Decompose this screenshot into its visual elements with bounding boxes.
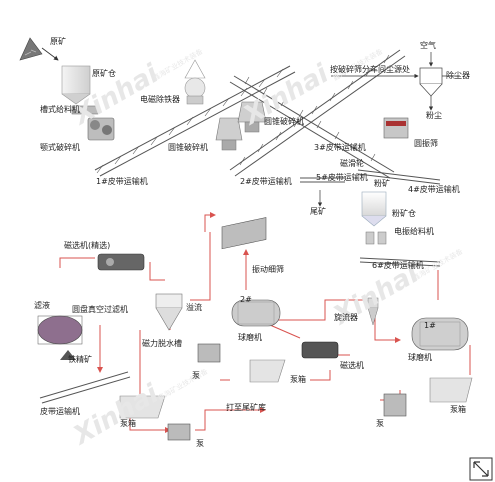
label-overflow: 溢流 — [186, 303, 202, 312]
label-dust-collector: 除尘器 — [446, 71, 470, 80]
label-dust: 粉尘 — [426, 111, 442, 120]
magnetic-dewatering-tank — [155, 293, 183, 331]
label-air: 空气 — [420, 41, 436, 50]
label-ball-mill-1: 球磨机 — [408, 353, 432, 362]
belt-conveyor-3 — [229, 75, 395, 179]
label-trough-feeder: 槽式给料机 — [40, 105, 80, 114]
label-disc-vacuum-filter: 圆盘真空过滤机 — [72, 305, 128, 314]
label-magnetic-separator-concentration: 磁选机(精选) — [64, 241, 111, 250]
pump-2 — [167, 423, 191, 441]
label-hydrocyclone: 旋流器 — [334, 313, 358, 322]
disc-vacuum-filter — [37, 315, 83, 345]
hydrocyclone — [367, 297, 379, 326]
pump-box-1 — [249, 359, 286, 383]
label-electromagnetic-separator: 电磁除铁器 — [140, 95, 180, 104]
label-dust-source: 按破碎筛分车间尘源处 — [330, 65, 410, 74]
raw-ore-pile — [19, 37, 43, 61]
pump-box-3 — [429, 377, 473, 403]
trough-feeder — [71, 105, 99, 115]
label-circular-screen: 圆振筛 — [414, 139, 438, 148]
label-pump-3: 泵 — [376, 419, 384, 428]
label-to-tailings-dam: 打至尾矿库 — [226, 403, 266, 412]
label-jaw-crusher: 颚式破碎机 — [40, 143, 80, 152]
label-ball-mill-2-num: 2# — [240, 295, 252, 304]
ball-mill-2 — [231, 299, 281, 327]
jaw-crusher — [87, 117, 115, 141]
label-belt-4: 4#皮带运输机 — [408, 185, 460, 194]
label-ball-mill-1-num: 1# — [424, 321, 436, 330]
iron-concentrate-stock — [60, 350, 76, 360]
label-belt-1: 1#皮带运输机 — [96, 177, 148, 186]
label-fine-ore-bin: 粉矿仓 — [392, 209, 416, 218]
cone-crusher-2 — [237, 101, 267, 133]
label-fine-ore: 粉矿 — [374, 179, 390, 188]
pump-box-2 — [119, 395, 166, 419]
label-pump-box-3: 泵箱 — [450, 405, 466, 414]
arrow-raw-ore — [41, 47, 59, 61]
label-ball-mill-2: 球磨机 — [238, 333, 262, 342]
belt-conveyor-1 — [94, 65, 296, 177]
vibrating-fine-screen — [221, 217, 267, 250]
magnetic-separator-concentration — [97, 253, 145, 271]
label-raw-ore-bin: 原矿仓 — [92, 69, 116, 78]
label-belt-conveyor: 皮带运输机 — [40, 407, 80, 416]
label-belt-6: 6#皮带运输机 — [372, 261, 424, 270]
magnetic-separator-main — [301, 341, 339, 359]
cone-crusher-1 — [215, 117, 243, 151]
belt-conveyor-6 — [359, 257, 441, 267]
pump-3 — [383, 393, 407, 417]
belt-conveyor-5 — [300, 177, 345, 183]
label-belt-5: 5#皮带运输机 — [316, 173, 368, 182]
electro-vibrating-feeders — [365, 231, 387, 245]
label-pump-2: 泵 — [196, 439, 204, 448]
belt-conveyor-bottom — [39, 371, 131, 404]
circular-vibrating-screen — [383, 117, 409, 139]
label-pump-1: 泵 — [192, 371, 200, 380]
label-filtrate: 滤液 — [34, 301, 50, 310]
ball-mill-1 — [411, 317, 469, 351]
pump-1 — [197, 343, 221, 363]
label-iron-concentrate: 铁精矿 — [68, 355, 92, 364]
dust-collector — [419, 67, 443, 97]
fine-ore-bin — [361, 191, 387, 227]
label-magnetic-separator: 磁选机 — [340, 361, 364, 370]
label-cone-crusher-2: 圆锥破碎机 — [264, 117, 304, 126]
label-vibrating-fine-screen: 振动细筛 — [252, 265, 284, 274]
raw-ore-bin — [61, 65, 91, 105]
electromagnetic-separator — [184, 59, 206, 105]
label-vibrating-feeder: 电振给料机 — [394, 227, 434, 236]
label-magnetic-dewatering-tank: 磁力脱水槽 — [142, 339, 182, 348]
zoom-corner-icon[interactable] — [469, 457, 493, 481]
label-raw-ore: 原矿 — [50, 37, 66, 46]
label-pump-box-1: 泵箱 — [290, 375, 306, 384]
label-cone-crusher-1: 圆锥破碎机 — [168, 143, 208, 152]
label-magnetic-pulley: 磁滑轮 — [340, 159, 364, 168]
label-belt-3: 3#皮带运输机 — [314, 143, 366, 152]
belt-conveyor-4 — [357, 169, 441, 185]
label-pump-box-2: 泵箱 — [120, 419, 136, 428]
label-tailings-top: 尾矿 — [310, 207, 326, 216]
label-belt-2: 2#皮带运输机 — [240, 177, 292, 186]
